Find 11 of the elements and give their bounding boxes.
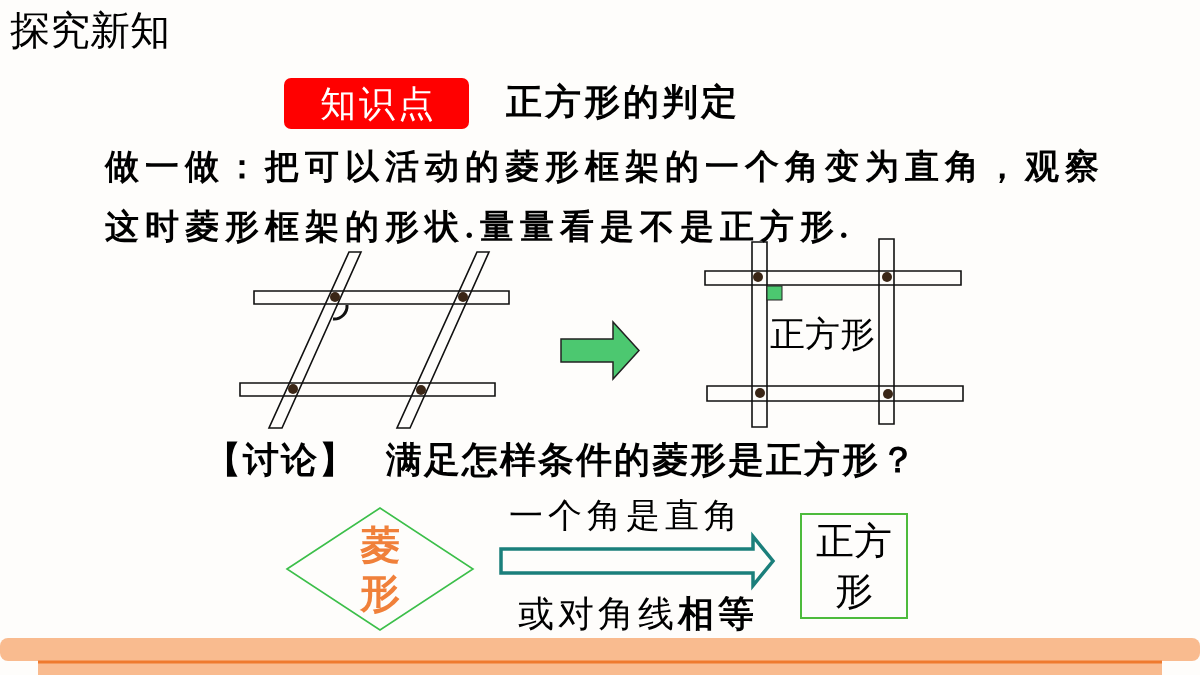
result-box: 正方形 bbox=[800, 513, 908, 619]
diamond: 菱形 bbox=[286, 507, 474, 631]
edge-label: 一个角是直角 bbox=[509, 496, 743, 536]
block-arrow bbox=[499, 531, 776, 591]
block-arrow bbox=[560, 320, 640, 381]
condition-text: 或对角线相等 bbox=[518, 593, 758, 636]
section-tag: 知识点 bbox=[284, 78, 469, 129]
slide-title: 探究新知 bbox=[10, 7, 170, 55]
discussion-question: 【讨论】 满足怎样条件的菱形是正方形？ bbox=[205, 439, 918, 482]
rhombus-frame-drawing bbox=[239, 250, 512, 430]
section-heading: 正方形的判定 bbox=[506, 80, 740, 124]
